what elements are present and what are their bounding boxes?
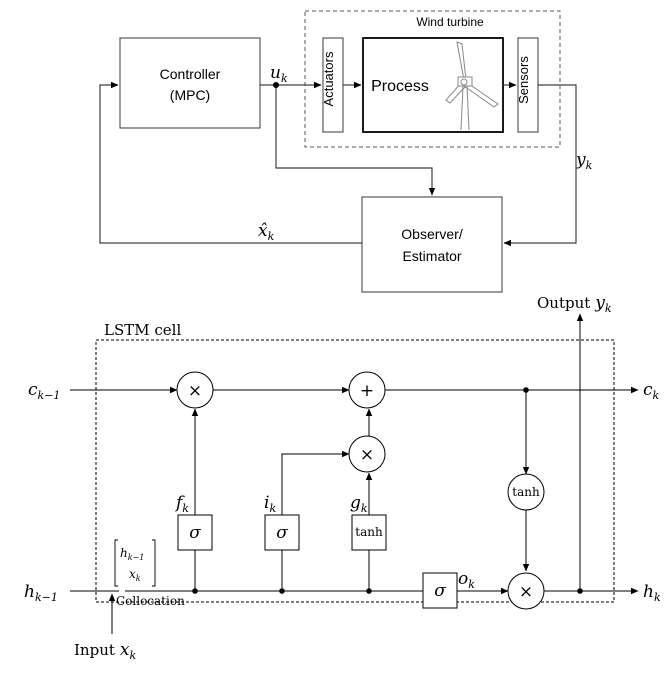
cell-add-node: + [348, 371, 386, 409]
estimator-label: Estimator [402, 248, 461, 264]
observer-estimator-block: Observer/ Estimator [361, 196, 503, 293]
svg-text:×: × [188, 381, 202, 401]
wind-turbine-icon [445, 41, 499, 131]
u-k-junction-dot [273, 82, 279, 88]
sensors-label: Sensors [516, 56, 531, 104]
u-k-label: uk [270, 63, 288, 85]
svg-text:×: × [360, 445, 374, 465]
control-loop-connections [99, 81, 577, 247]
input-gate-to-mult-arrow [281, 450, 350, 515]
process-label: Process [371, 78, 429, 95]
state-estimate-feedback-arrow [99, 81, 362, 244]
svg-text:+: + [360, 381, 374, 401]
candidate-tanh-box: tanh [351, 514, 387, 551]
control-loop-diagram: Controller (MPC) uk Wind turbine Actuato… [99, 10, 593, 293]
svg-text:σ: σ [189, 523, 201, 543]
svg-text:×: × [519, 582, 533, 602]
u-k-to-observer-arrow [275, 85, 436, 196]
h-next-label: hk [643, 582, 661, 604]
c-next-label: ck [643, 380, 660, 402]
junction-dot [523, 387, 529, 393]
x-hat-k-label: x̂k [258, 221, 275, 243]
lstm-cell-label: LSTM cell [104, 321, 181, 339]
forget-gate-label: fk [174, 493, 189, 515]
h-prev-label: hk−1 [24, 582, 58, 604]
sensors-block: Sensors [516, 37, 539, 133]
controller-block: Controller (MPC) [119, 37, 261, 129]
process-block: Process [362, 37, 504, 133]
junction-dot [366, 588, 372, 594]
output-gate-sigma-box: σ [422, 572, 458, 609]
collocation-label: Collocation [116, 594, 185, 608]
cell-tanh-node: tanh [507, 473, 545, 511]
controller-sublabel: (MPC) [170, 87, 210, 103]
controller-label: Controller [160, 66, 221, 82]
y-k-feedback-arrow [503, 84, 577, 247]
input-gate-label: ik [264, 493, 276, 515]
concatenation-vector: hk−1 xk [114, 539, 156, 587]
svg-text:tanh: tanh [512, 485, 540, 499]
wind-turbine-label: Wind turbine [416, 15, 484, 29]
junction-dot [192, 588, 198, 594]
input-gate-sigma-box: σ [264, 514, 300, 551]
lstm-junction-dots [192, 387, 583, 594]
input-multiply-node: × [348, 435, 386, 473]
y-k-label: yk [575, 150, 593, 172]
forget-gate-sigma-box: σ [177, 514, 213, 551]
svg-text:σ: σ [434, 581, 446, 601]
vector-h-prev: hk−1 [120, 546, 144, 562]
junction-dot [577, 588, 583, 594]
output-multiply-node: × [507, 572, 545, 610]
svg-text:σ: σ [276, 523, 288, 543]
vector-x-k: xk [129, 567, 141, 583]
junction-dot [279, 588, 285, 594]
svg-text:tanh: tanh [355, 525, 383, 539]
c-prev-label: ck−1 [28, 380, 60, 402]
lstm-connections [70, 313, 639, 634]
actuators-label: Actuators [321, 51, 336, 106]
forget-multiply-node: × [176, 371, 214, 409]
wind-turbine-boundary [304, 10, 561, 148]
actuators-block: Actuators [321, 37, 344, 133]
observer-label: Observer/ [401, 226, 463, 242]
output-gate-label: ok [458, 569, 475, 591]
candidate-label: gk [350, 493, 368, 515]
